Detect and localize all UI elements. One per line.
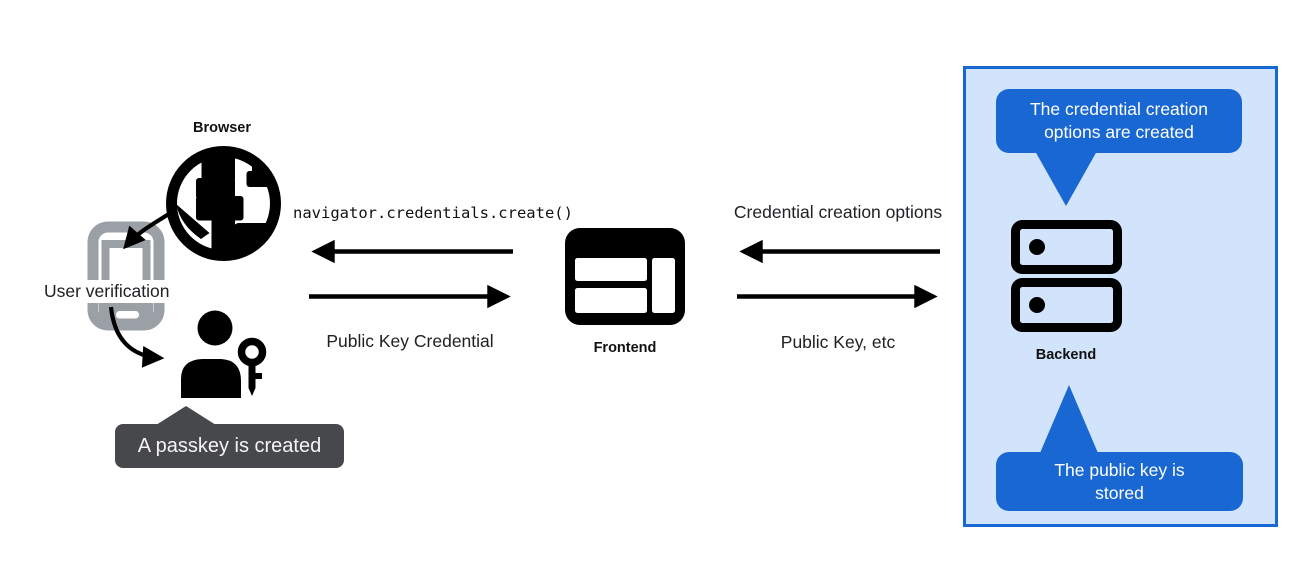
credentials-create-label: navigator.credentials.create() [293,204,573,222]
backend-label: Backend [1035,347,1097,363]
public-key-stored-bubble-tail [1040,385,1098,453]
frontend-window-icon [565,228,685,325]
arrow-browser-to-phone [123,208,177,250]
arrow-phone-to-user [108,306,165,368]
public-key-stored-bubble: The public key is stored [996,452,1243,511]
browser-globe-icon [166,146,281,261]
browser-label: Browser [192,120,252,136]
person-key-icon [181,310,267,398]
credential-options-bubble: The credential creation options are crea… [996,89,1242,153]
user-verification-label: User verification [41,280,173,303]
public-key-credential-label: Public Key Credential [326,331,494,351]
passkey-tooltip-tail [156,406,216,425]
frontend-label: Frontend [593,340,657,356]
backend-server-icon [1011,220,1122,332]
credential-options-bubble-tail [1035,151,1097,206]
passkey-tooltip: A passkey is created [115,424,344,468]
credential-creation-options-label: Credential creation options [733,202,943,222]
public-key-etc-label: Public Key, etc [780,332,896,352]
